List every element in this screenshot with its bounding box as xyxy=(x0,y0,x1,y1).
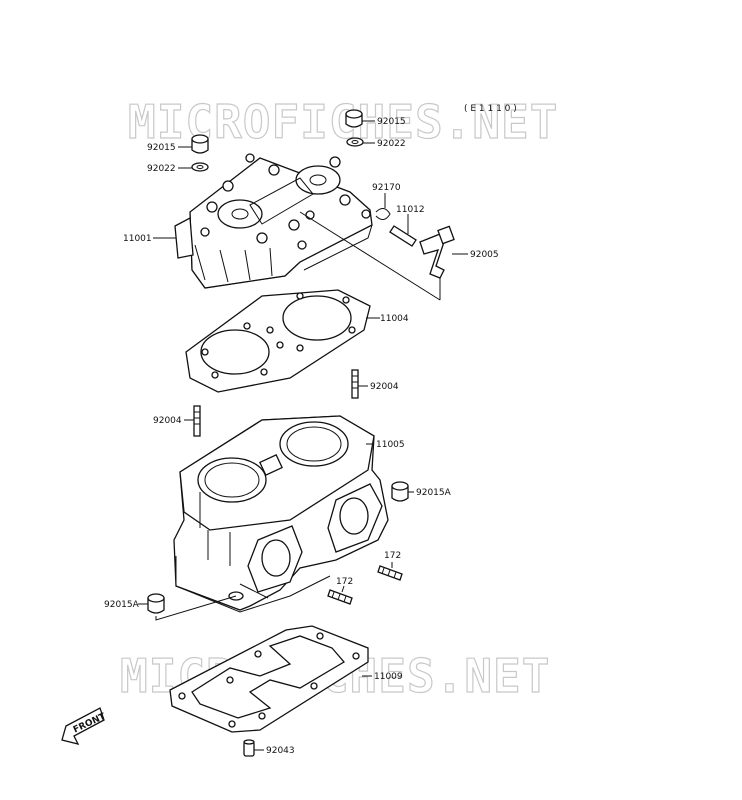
dowel-pin-92043 xyxy=(243,739,255,757)
nut-92015-top xyxy=(345,109,363,128)
cylinder-block xyxy=(173,415,389,613)
leader-lines xyxy=(138,120,468,751)
leader-92015A-left-to-block xyxy=(155,595,237,621)
label-92043: 92043 xyxy=(266,746,295,756)
label-92015A-right: 92015A xyxy=(416,488,452,498)
label-11004: 11004 xyxy=(380,314,409,324)
nut-92015A-right xyxy=(391,481,409,502)
washer-92022-top xyxy=(346,137,364,147)
stud-92004-left xyxy=(193,405,201,437)
label-11001: 11001 xyxy=(123,234,152,244)
cylinder-head xyxy=(174,153,373,289)
nut-92015A-left xyxy=(147,593,165,614)
label-172-left: 172 xyxy=(336,577,353,587)
elbow-fitting-92005 xyxy=(419,225,455,279)
nut-92015-left xyxy=(191,134,209,154)
leader-head-fitting xyxy=(299,211,441,301)
label-172-right: 172 xyxy=(384,551,401,561)
label-92004-left: 92004 xyxy=(153,416,182,426)
stud-172-left xyxy=(327,589,353,605)
label-92004-right: 92004 xyxy=(370,382,399,392)
label-92015-top: 92015 xyxy=(377,117,406,127)
clamp-92170 xyxy=(375,198,391,220)
base-gasket xyxy=(169,625,369,733)
stud-92004-right xyxy=(351,369,359,399)
label-92022-top: 92022 xyxy=(377,139,406,149)
diagram-code: ( E 1 1 1 0 ) xyxy=(464,104,517,114)
washer-92022-left xyxy=(191,162,209,172)
label-11009: 11009 xyxy=(374,672,403,682)
label-92015-left: 92015 xyxy=(147,143,176,153)
hose-11012 xyxy=(389,218,417,247)
label-92170: 92170 xyxy=(372,183,401,193)
label-92015A-left: 92015A xyxy=(104,600,140,610)
front-arrow-icon xyxy=(61,707,105,745)
label-92022-left: 92022 xyxy=(147,164,176,174)
label-92005: 92005 xyxy=(470,250,499,260)
stud-172-right xyxy=(377,565,403,581)
head-gasket xyxy=(185,289,371,393)
label-11012: 11012 xyxy=(396,205,425,215)
label-11005: 11005 xyxy=(376,440,405,450)
